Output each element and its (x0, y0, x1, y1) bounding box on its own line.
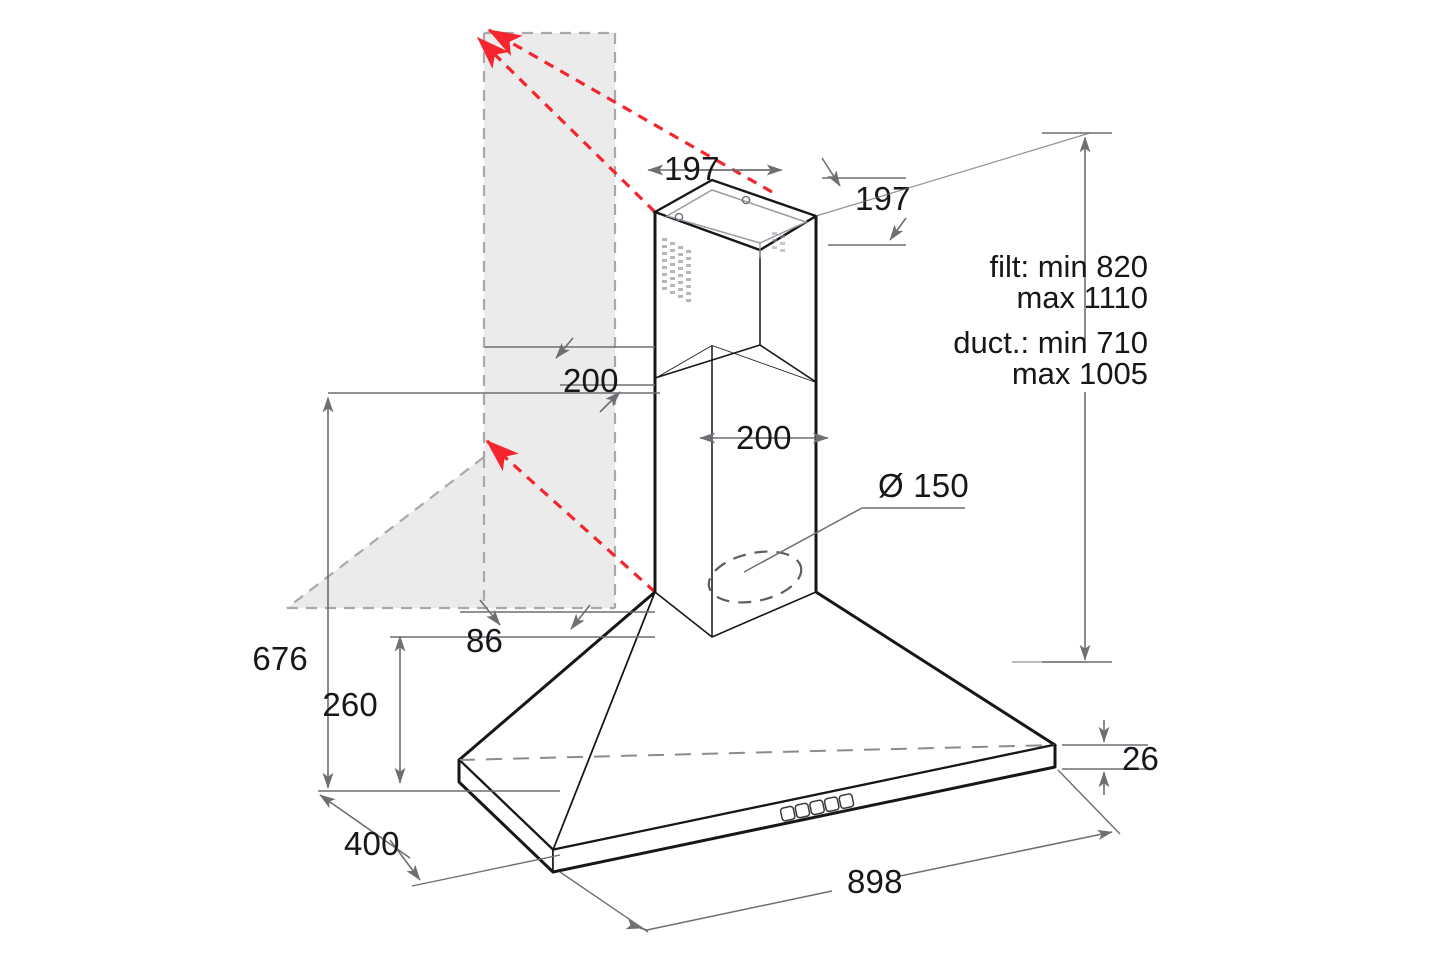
install-notes-block: filt: min 820 max 1110 duct.: min 710 ma… (953, 249, 1148, 391)
dimension-install-height (815, 132, 1112, 663)
install-note-filt-min: filt: min 820 (989, 249, 1148, 284)
install-note-duct-max: max 1005 (1012, 356, 1148, 391)
chimney-lower-bottom-edges (654, 591, 817, 638)
chimney-upper-bottom-edges (654, 344, 817, 383)
dimension-260: 260 (322, 635, 406, 784)
dim-label-197-top-right: 197 (855, 180, 911, 217)
screw-hole-2 (741, 195, 751, 205)
duct-outlet-ellipse (707, 550, 803, 604)
vent-grille-rear-icon (772, 232, 785, 252)
dim-898-ext-right (1057, 769, 1121, 835)
dim-label-260: 260 (322, 686, 378, 723)
dimension-898: 898 (559, 769, 1121, 933)
dimension-200-right: 200 (699, 419, 829, 456)
control-button-2[interactable] (794, 802, 811, 819)
dim-400-arrow-b (389, 839, 421, 881)
dim-200-left-arrow-a (555, 337, 574, 359)
control-button-5[interactable] (838, 793, 855, 810)
dim-86-arrow-b (570, 604, 591, 630)
control-button-1[interactable] (779, 805, 796, 822)
canopy-pyramid (457, 590, 1058, 874)
canopy-hip-edge-left (552, 591, 656, 851)
dimension-197-top-left: 197 (647, 150, 783, 187)
dimension-26: 26 (1062, 720, 1159, 795)
control-panel[interactable] (779, 793, 855, 822)
dim-label-197-top-left: 197 (664, 150, 720, 187)
vent-grille-icon (662, 238, 691, 302)
dimension-676: 676 (252, 392, 660, 792)
dim-label-200-right: 200 (736, 419, 792, 456)
clearance-projection-arrows (476, 28, 773, 594)
dim-label-400: 400 (344, 825, 400, 862)
cooker-hood-body (457, 178, 1058, 874)
dim-898-line-left (646, 890, 833, 931)
dimension-197-top-right: 197 (821, 157, 911, 246)
dim-197-right-arrow-b (889, 217, 907, 241)
dim-label-26: 26 (1122, 740, 1159, 777)
dim-install-leader-top (815, 132, 1091, 217)
dimension-400: 400 (319, 794, 561, 887)
dim-label-898: 898 (847, 863, 903, 900)
wall-projection-ghost (286, 31, 617, 610)
dim-200-left-arrow-b (599, 391, 621, 413)
install-note-duct-min: duct.: min 710 (953, 325, 1148, 360)
clearance-arrow-top-rear (487, 28, 773, 194)
chimney-upper-section (652, 178, 819, 383)
dim-898-ext-left (559, 871, 649, 933)
dim-label-676: 676 (252, 640, 308, 677)
control-button-4[interactable] (823, 796, 840, 813)
dim-400-baseline (411, 854, 561, 887)
dim-label-86: 86 (466, 622, 503, 659)
clearance-arrow-bottom (485, 439, 657, 594)
callout-duct-diameter: Ø 150 (743, 467, 969, 573)
screw-hole-1 (674, 212, 684, 222)
install-note-filt-max: max 1110 (1016, 280, 1148, 315)
duct-leader-line (743, 507, 965, 573)
clearance-arrow-top-front (476, 36, 657, 214)
ghost-canopy-triangle (287, 457, 615, 608)
dim-197-right-arrow-a (821, 157, 841, 187)
ghost-slope-edge (286, 456, 485, 609)
canopy-rim-outline (457, 745, 1057, 874)
control-button-3[interactable] (809, 799, 825, 816)
canopy-hidden-rear-edge (458, 744, 1056, 761)
canopy-hip-edge-rear (458, 591, 656, 761)
dimension-86: 86 (390, 599, 655, 659)
chimney-lower-section (653, 344, 818, 638)
chimney-lower-fill (655, 345, 816, 637)
canopy-hip-edge-right (815, 591, 1056, 746)
chimney-top-opening-inner (665, 189, 809, 244)
dim-label-duct-diameter: Ø 150 (878, 467, 969, 504)
dim-898-line-right (899, 829, 1113, 877)
